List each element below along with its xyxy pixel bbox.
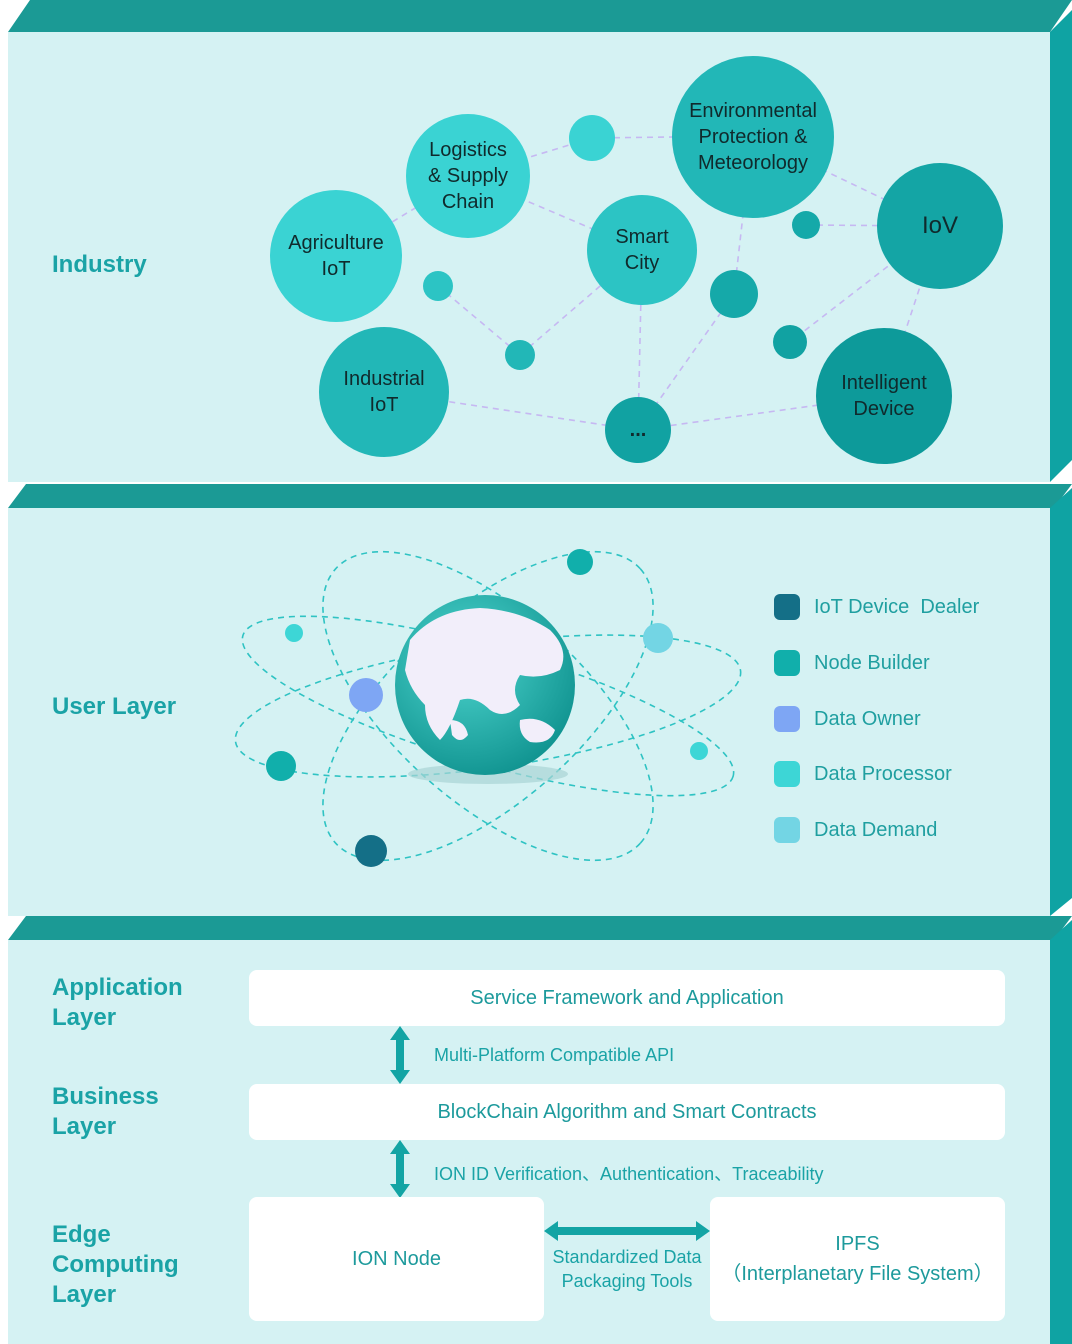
legend-label: Data Owner	[814, 707, 921, 730]
legend-item-node-builder: Node Builder	[774, 650, 930, 676]
agriculture-iot-node: Agriculture IoT	[270, 190, 402, 322]
verification-arrow-icon	[390, 1140, 410, 1198]
user-node-data-processor	[285, 624, 303, 642]
environmental-node: Environmental Protection & Meteorology	[672, 56, 834, 218]
industry-small-node	[423, 271, 453, 301]
industry-panel-side	[1050, 10, 1072, 482]
verification-connector-label: ION ID Verification、Authentication、Trace…	[434, 1164, 824, 1184]
user-layer-panel-side	[1050, 488, 1072, 916]
legend-label: Node Builder	[814, 651, 930, 674]
business-layer-title: Business Layer	[52, 1083, 159, 1140]
packaging-arrow-icon	[544, 1221, 710, 1241]
more-industries-node: ...	[605, 397, 671, 463]
industry-title: Industry	[52, 251, 147, 278]
api-arrow-icon	[390, 1026, 410, 1084]
industry-small-node	[505, 340, 535, 370]
stack-panel-top	[8, 916, 1072, 940]
industry-panel-top	[8, 0, 1072, 32]
globe-orbit-diagram	[234, 550, 742, 862]
user-node-data-demand	[643, 623, 673, 653]
legend-swatch	[774, 817, 800, 843]
industrial-iot-node: Industrial IoT	[319, 327, 449, 457]
user-node-iot-device-dealer	[355, 835, 387, 867]
legend-label: IoT Device Dealer	[814, 595, 980, 618]
industry-small-node	[792, 211, 820, 239]
legend-swatch	[774, 594, 800, 620]
legend-label: Data Demand	[814, 818, 938, 841]
user-node-node-builder	[567, 549, 593, 575]
legend-label: Data Processor	[814, 762, 952, 785]
ipfs-box: IPFS （Interplanetary File System）	[710, 1197, 1005, 1321]
user-layer-panel-top	[8, 484, 1072, 508]
industry-small-node	[773, 325, 807, 359]
legend-item-data-processor: Data Processor	[774, 761, 952, 787]
legend-swatch	[774, 706, 800, 732]
user-layer-title: User Layer	[52, 693, 177, 720]
user-node-data-owner	[349, 678, 383, 712]
ion-node-box: ION Node	[249, 1197, 544, 1321]
stack-panel-side	[1050, 920, 1072, 1344]
service-framework-box: Service Framework and Application	[249, 970, 1005, 1026]
industry-small-node	[710, 270, 758, 318]
logistics-node: Logistics & Supply Chain	[406, 114, 530, 238]
legend-item-data-demand: Data Demand	[774, 817, 937, 843]
intelligent-device-node: Intelligent Device	[816, 328, 952, 464]
blockchain-box: BlockChain Algorithm and Smart Contracts	[249, 1084, 1005, 1140]
legend-item-iot-device-dealer: IoT Device Dealer	[774, 594, 979, 620]
packaging-tools-label: Standardized Data Packaging Tools	[552, 1247, 702, 1291]
legend-swatch	[774, 761, 800, 787]
smart-city-node: Smart City	[587, 195, 697, 305]
application-layer-title: Application Layer	[52, 974, 183, 1031]
legend-item-data-owner: Data Owner	[774, 706, 921, 732]
api-connector-label: Multi-Platform Compatible API	[434, 1045, 675, 1065]
user-node-data-processor	[690, 742, 708, 760]
legend-swatch	[774, 650, 800, 676]
industry-small-node	[569, 115, 615, 161]
iov-node: IoV	[877, 163, 1003, 289]
user-node-node-builder	[266, 751, 296, 781]
edge-computing-layer-title: Edge Computing Layer	[52, 1221, 179, 1308]
